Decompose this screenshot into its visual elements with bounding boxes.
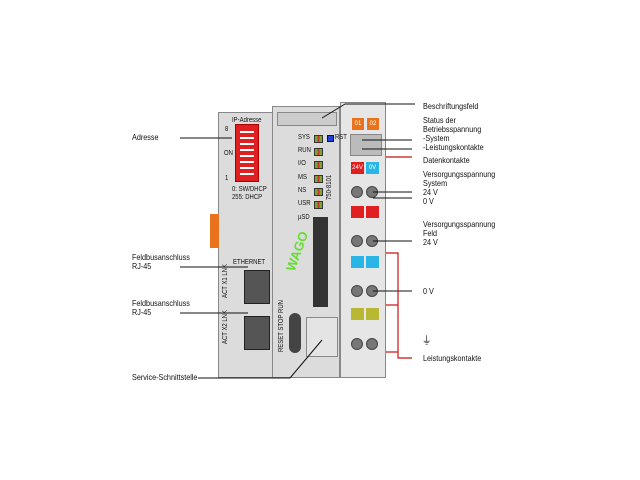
rj45-port-x2[interactable] xyxy=(244,316,270,350)
ground-marker xyxy=(366,308,379,320)
label-service-interface: Service-Schnittstelle xyxy=(132,372,198,382)
terminal-clamp[interactable] xyxy=(366,338,378,350)
led-label-sys: SYS xyxy=(298,134,310,141)
led-label-ms: MS xyxy=(298,174,307,181)
led-sys xyxy=(314,135,323,143)
led-label-ns: NS xyxy=(298,187,307,194)
supply-0v: 0V xyxy=(366,162,379,174)
label-datenkontakte: Datenkontakte xyxy=(423,155,470,165)
sd-card-slot[interactable] xyxy=(313,217,328,307)
ground-marker xyxy=(351,308,364,320)
led-io xyxy=(314,161,323,169)
label-beschriftungsfeld: Beschriftungsfeld xyxy=(423,101,479,111)
ground-icon: ⏚ xyxy=(422,335,432,347)
label-leistungskontakte: Leistungskontakte xyxy=(423,353,482,363)
field-24v-marker xyxy=(366,206,379,218)
label-field xyxy=(277,112,337,126)
field-0v-marker xyxy=(366,256,379,268)
terminal-clamp[interactable] xyxy=(351,186,363,198)
led-ms xyxy=(314,175,323,183)
dip-on-label: ON xyxy=(224,150,233,157)
rj45-port-x1[interactable] xyxy=(244,270,270,304)
supply-24v: 24V xyxy=(351,162,364,174)
dip-1-label: 1 xyxy=(225,175,229,182)
led-label-usr: USR xyxy=(298,200,311,207)
dip-8-label: 8 xyxy=(225,126,229,133)
terminal-clamp[interactable] xyxy=(351,285,363,297)
terminal-clamp[interactable] xyxy=(351,338,363,350)
dhcp-note-2: 255: DHCP xyxy=(232,194,263,201)
ethernet-label: ETHERNET xyxy=(233,259,266,266)
led-usr xyxy=(314,201,323,209)
terminal-clamp[interactable] xyxy=(351,235,363,247)
rst-label: RST xyxy=(335,134,347,141)
terminal-01: 01 xyxy=(352,118,364,130)
label-0v: 0 V xyxy=(423,286,434,296)
service-interface-cover[interactable] xyxy=(306,317,338,357)
dip-switch[interactable] xyxy=(235,124,259,182)
ip-title: IP-Adresse xyxy=(232,117,262,124)
led-label-io: I/O xyxy=(298,160,306,167)
orange-latch xyxy=(210,214,219,248)
terminal-02: 02 xyxy=(367,118,379,130)
field-24v-marker xyxy=(351,206,364,218)
usd-label: µSD xyxy=(298,214,310,221)
field-0v-marker xyxy=(351,256,364,268)
led-label-run: RUN xyxy=(298,147,311,154)
mode-switch[interactable] xyxy=(289,313,301,353)
led-ns xyxy=(314,188,323,196)
label-adresse: Adresse xyxy=(132,132,159,142)
rst-button[interactable] xyxy=(327,135,334,142)
led-run xyxy=(314,148,323,156)
dhcp-note-1: 0: SW/DHCP xyxy=(232,186,267,193)
